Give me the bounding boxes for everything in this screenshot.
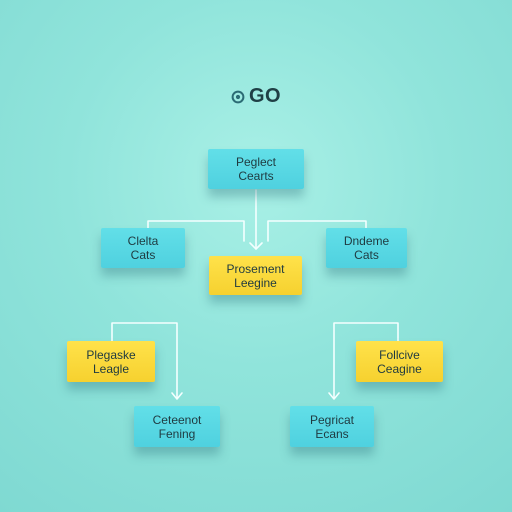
node-center-line-1: Prosement: [226, 261, 285, 276]
node-bottom-right-blue-line-2: Ecans: [315, 426, 349, 441]
node-center: Prosement Leegine: [209, 256, 302, 295]
node-left: Clelta Cats: [101, 228, 185, 268]
arrowhead-bottom-right: [328, 392, 340, 400]
node-right: Dndeme Cats: [326, 228, 407, 268]
node-left-line-1: Clelta: [127, 234, 159, 248]
node-bottom-left-blue-line-2: Fening: [158, 426, 196, 441]
arrowhead-top-to-center: [249, 242, 263, 250]
arrowhead-bottom-left: [171, 392, 183, 400]
node-left-line-2: Cats: [130, 248, 156, 262]
node-top-line-1: Peglect: [235, 155, 277, 169]
node-bottom-right-blue: Pegricat Ecans: [290, 406, 374, 447]
logo-text: GO: [248, 84, 282, 107]
node-bottom-left-yellow-line-2: Leagle: [92, 361, 130, 376]
node-bottom-left-blue-line-1: Ceteenot: [152, 412, 202, 427]
logo: GO: [0, 84, 512, 108]
node-top: Peglect Cearts: [208, 149, 304, 189]
node-bottom-left-yellow-line-1: Plegaske: [86, 347, 136, 362]
node-right-line-1: Dndeme: [343, 234, 390, 248]
node-right-line-2: Cats: [354, 248, 379, 262]
logo-mark-icon: [231, 90, 245, 104]
node-top-line-2: Cearts: [238, 169, 274, 183]
node-bottom-right-yellow-line-2: Ceagine: [377, 361, 422, 376]
node-bottom-right-yellow-line-1: Follcive: [379, 347, 420, 362]
node-bottom-left-blue: Ceteenot Fening: [134, 406, 220, 447]
node-center-line-2: Leegine: [234, 275, 277, 290]
node-bottom-right-yellow: Follcive Ceagine: [356, 341, 443, 382]
node-bottom-left-yellow: Plegaske Leagle: [67, 341, 155, 382]
node-bottom-right-blue-line-1: Pegricat: [309, 412, 355, 427]
